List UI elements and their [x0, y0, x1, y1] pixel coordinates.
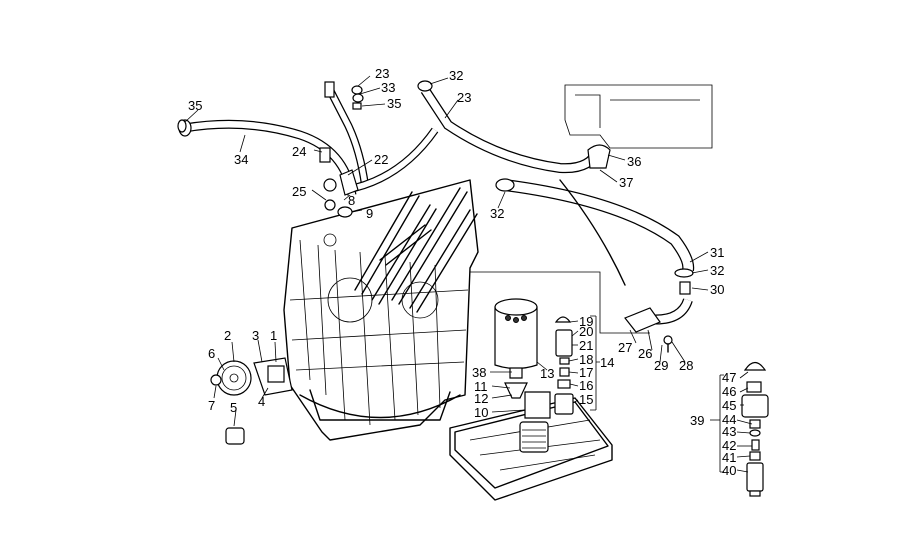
part-labels: 35 34 23 33 35 32 23 24 22 25 8 9 36 37 … — [188, 66, 736, 478]
label-30: 30 — [710, 282, 724, 297]
label-28: 28 — [679, 358, 693, 373]
label-34: 34 — [234, 152, 248, 167]
label-31: 31 — [710, 245, 724, 260]
oil-tank — [564, 84, 713, 149]
label-33: 33 — [381, 80, 395, 95]
small-parts — [177, 80, 694, 353]
label-25: 25 — [292, 184, 306, 199]
label-45: 45 — [722, 398, 736, 413]
label-5: 5 — [230, 400, 237, 415]
label-15: 15 — [579, 392, 593, 407]
label-19: 19 — [579, 314, 593, 329]
label-40: 40 — [722, 463, 736, 478]
label-13: 13 — [540, 366, 554, 381]
label-29: 29 — [654, 358, 668, 373]
oil-pump-group — [210, 357, 293, 445]
label-21: 21 — [579, 338, 593, 353]
hoses — [184, 87, 695, 325]
label-3: 3 — [252, 328, 259, 343]
label-6: 6 — [208, 346, 215, 361]
label-42: 42 — [722, 438, 736, 453]
label-35b: 35 — [387, 96, 401, 111]
relief-valve-stack — [554, 316, 574, 415]
label-46: 46 — [722, 384, 736, 399]
label-4: 4 — [258, 394, 265, 409]
oil-filter — [494, 298, 551, 419]
label-35a: 35 — [188, 98, 202, 113]
leader-block-to-group — [470, 271, 650, 334]
label-11: 11 — [474, 379, 488, 394]
label-32a: 32 — [449, 68, 463, 83]
label-18: 18 — [579, 352, 593, 367]
label-22: 22 — [374, 152, 388, 167]
bypass-valve-stack — [741, 361, 769, 497]
label-8: 8 — [348, 193, 355, 208]
label-26: 26 — [638, 346, 652, 361]
label-24: 24 — [292, 144, 306, 159]
label-2: 2 — [224, 328, 231, 343]
label-17: 17 — [579, 365, 593, 380]
label-38: 38 — [472, 365, 486, 380]
oil-pan — [449, 397, 613, 501]
label-41: 41 — [722, 450, 736, 465]
label-12: 12 — [474, 391, 488, 406]
cylinder-studs — [354, 187, 478, 313]
label-20: 20 — [579, 324, 593, 339]
label-23a: 23 — [375, 66, 389, 81]
label-23b: 23 — [457, 90, 471, 105]
label-16: 16 — [579, 378, 593, 393]
label-27: 27 — [618, 340, 632, 355]
label-36: 36 — [627, 154, 641, 169]
leader-lines — [184, 75, 753, 473]
label-43: 43 — [722, 424, 736, 439]
label-32c: 32 — [710, 263, 724, 278]
label-39: 39 — [690, 413, 704, 428]
label-32b: 32 — [490, 206, 504, 221]
label-7: 7 — [208, 398, 215, 413]
label-9: 9 — [366, 206, 373, 221]
label-10: 10 — [474, 405, 488, 420]
label-14: 14 — [600, 355, 614, 370]
label-1: 1 — [270, 328, 277, 343]
label-47: 47 — [722, 370, 736, 385]
engine-block — [283, 179, 479, 441]
label-44: 44 — [722, 412, 736, 427]
label-37: 37 — [619, 175, 633, 190]
